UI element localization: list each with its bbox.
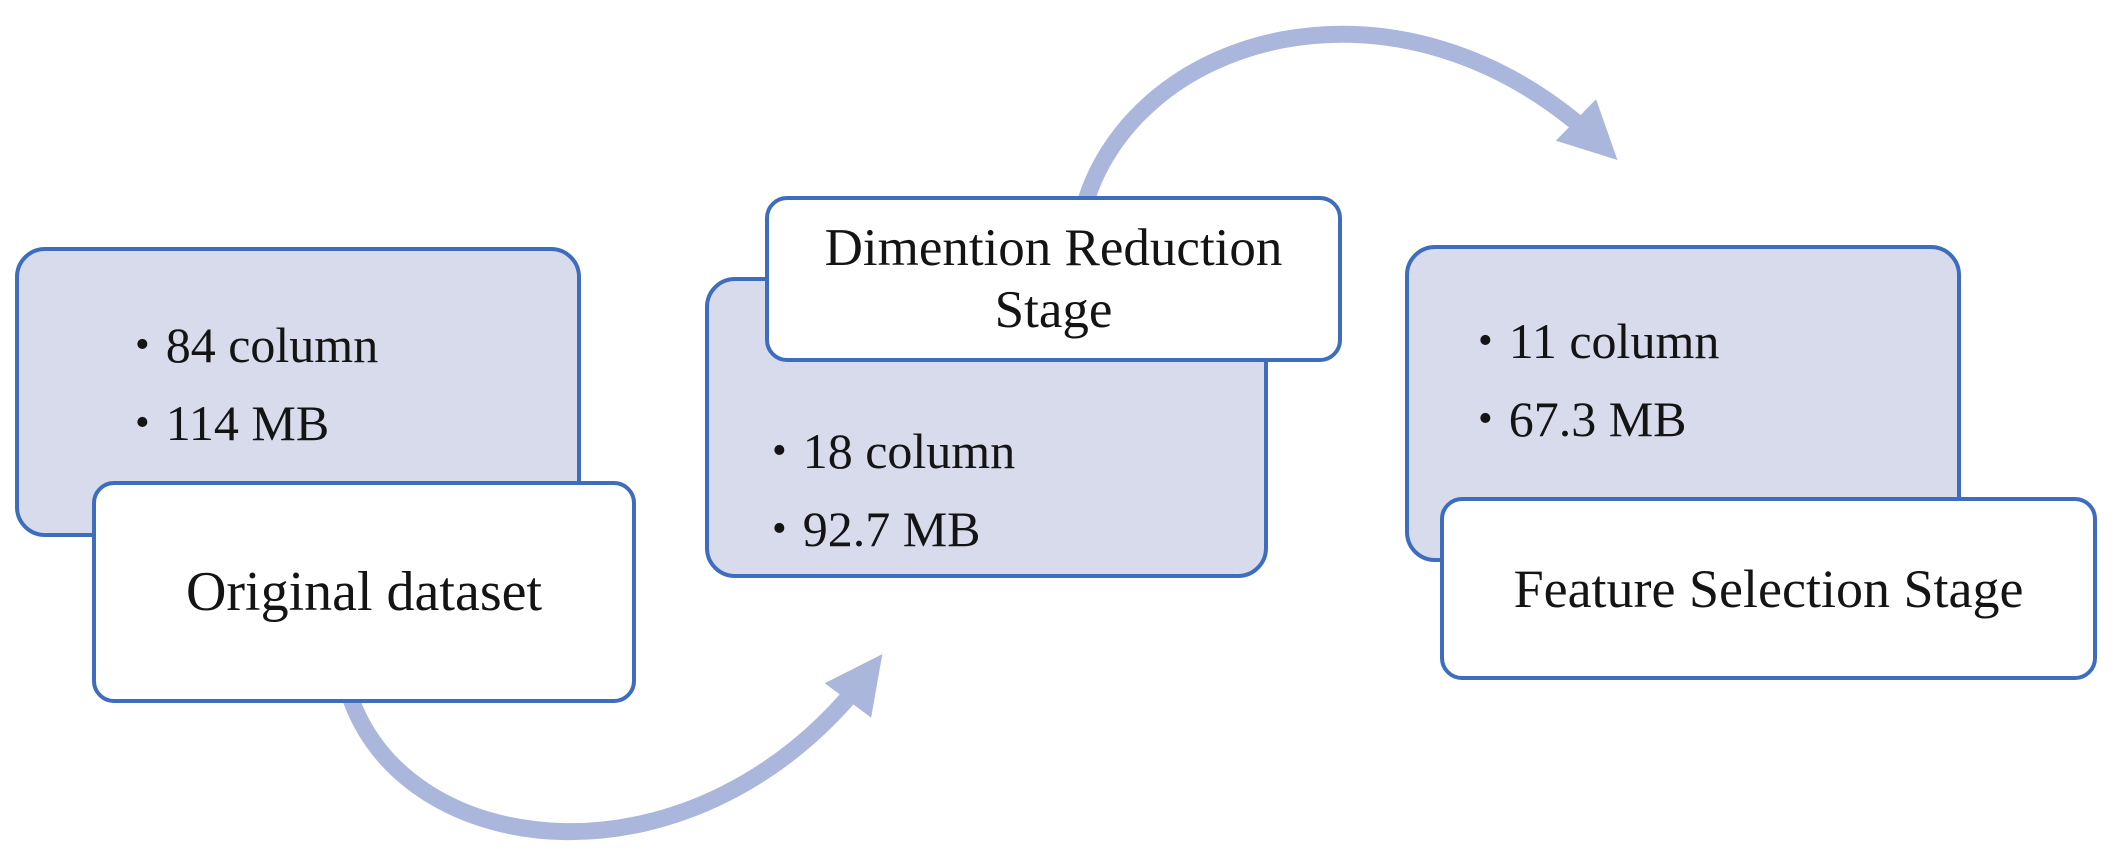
bullet-marker: •: [135, 400, 150, 446]
bullet-item: • 18 column: [772, 412, 1015, 490]
bullet-item: • 84 column: [135, 306, 378, 384]
bullet-item: • 67.3 MB: [1478, 380, 1719, 458]
bullet-marker: •: [772, 506, 787, 552]
bullet-item: • 92.7 MB: [772, 490, 1015, 568]
bullet-marker: •: [772, 428, 787, 474]
stage-label-box-feature-selection: Feature Selection Stage: [1440, 497, 2097, 680]
bullet-list-original-dataset: • 84 column • 114 MB: [135, 306, 378, 462]
bullet-text: 92.7 MB: [802, 501, 981, 557]
curved-arrow-dimension-reduction-to-feature-selection-icon: [1073, 25, 1618, 217]
stage-label-text: Feature Selection Stage: [1513, 558, 2024, 619]
stage-label-box-original-dataset: Original dataset: [92, 481, 636, 703]
bullet-item: • 114 MB: [135, 384, 378, 462]
bullet-text: 11 column: [1508, 313, 1720, 369]
bullet-text: 84 column: [165, 317, 379, 373]
bullet-marker: •: [1478, 318, 1493, 364]
stage-label-text: Dimention Reduction Stage: [824, 219, 1283, 339]
stage-label-text: Original dataset: [185, 561, 543, 623]
stage-label-box-dimension-reduction: Dimention Reduction Stage: [765, 196, 1342, 362]
bullet-marker: •: [135, 322, 150, 368]
bullet-marker: •: [1478, 396, 1493, 442]
bullet-text: 114 MB: [165, 395, 330, 451]
bullet-text: 18 column: [802, 423, 1016, 479]
bullet-list-feature-selection: • 11 column • 67.3 MB: [1478, 302, 1719, 458]
curved-arrow-original-to-dimension-reduction-icon: [339, 654, 883, 841]
bullet-item: • 11 column: [1478, 302, 1719, 380]
bullet-list-dimension-reduction: • 18 column • 92.7 MB: [772, 412, 1015, 568]
bullet-text: 67.3 MB: [1508, 391, 1687, 447]
